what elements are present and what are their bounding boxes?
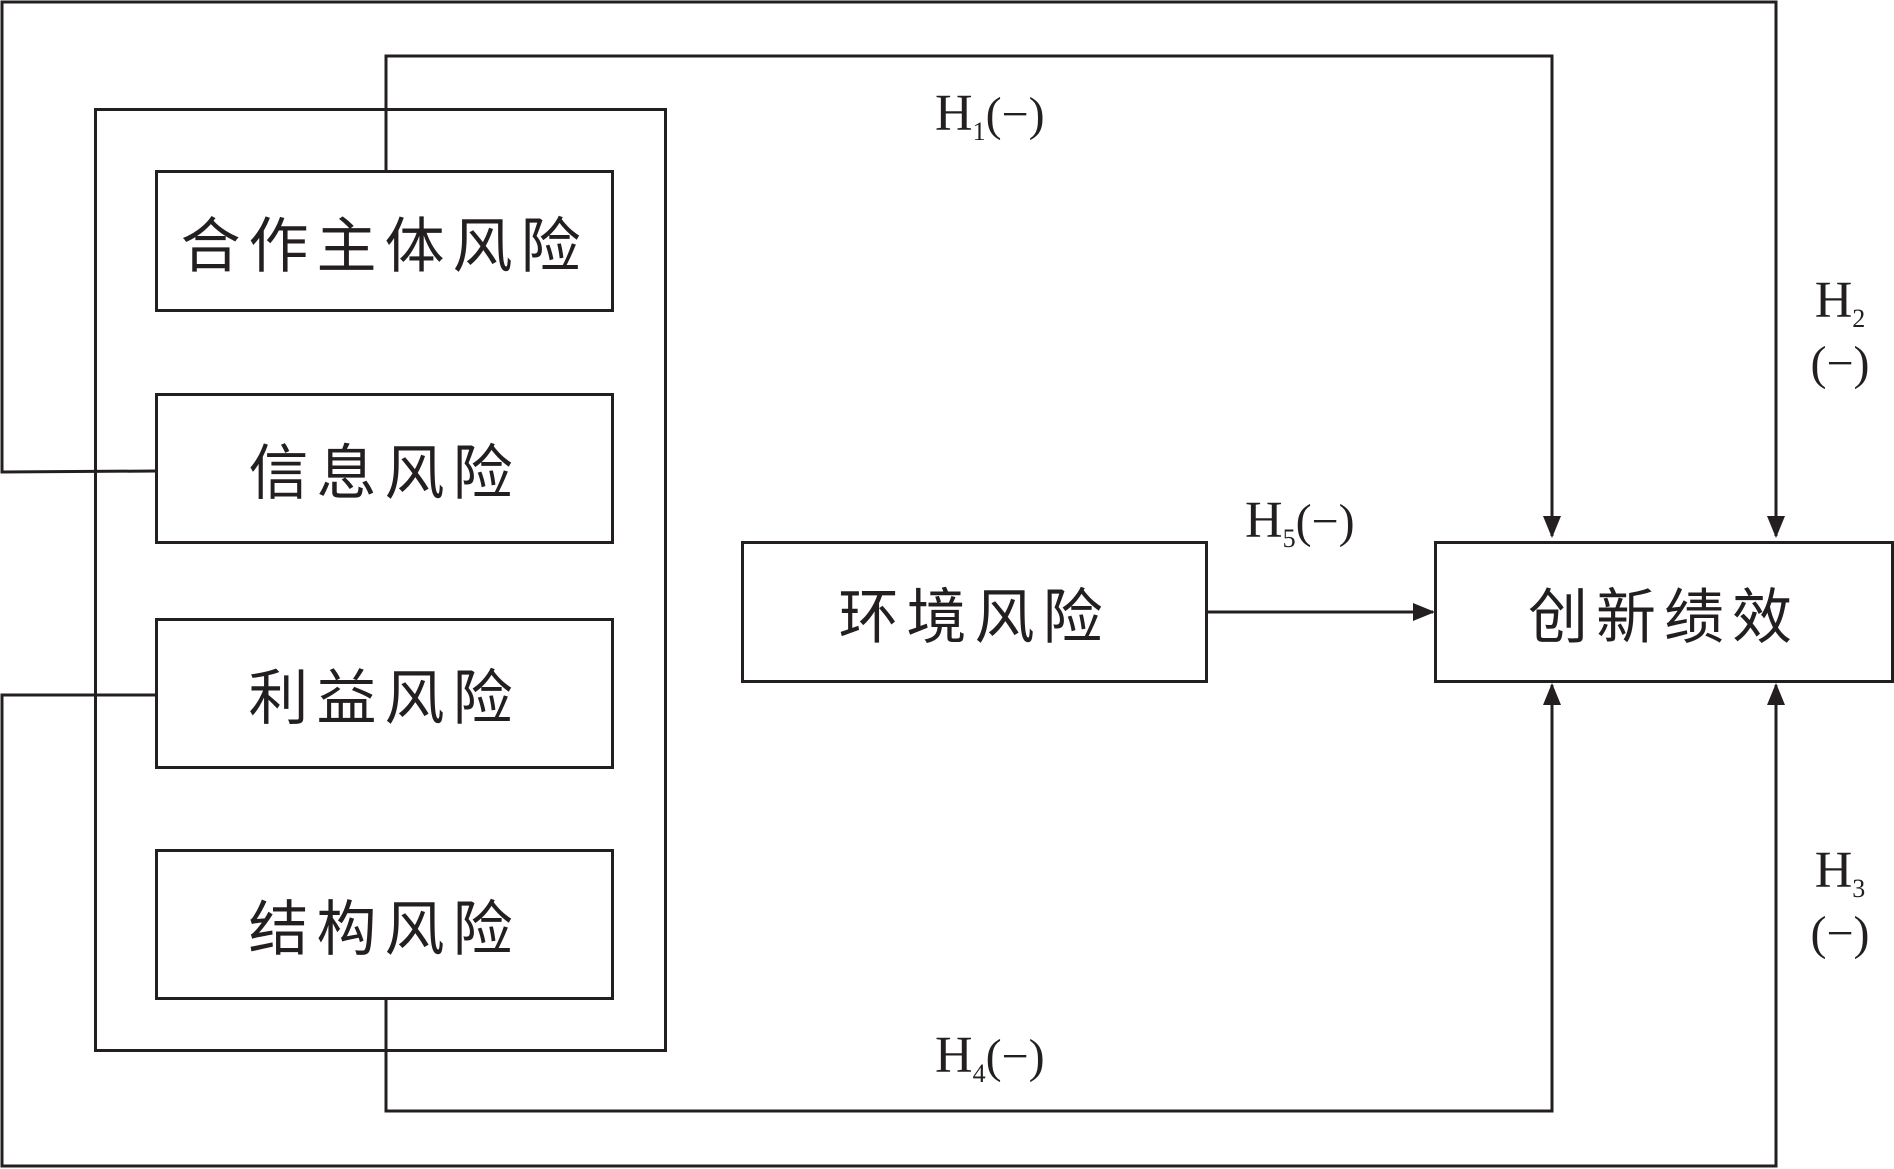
h1-sub: 1 (972, 117, 986, 146)
h5-label: H5(−) (1245, 495, 1355, 552)
h3-path (0, 683, 1785, 1168)
h2-sub: 2 (1852, 304, 1866, 333)
h2-sign: (−) (1810, 337, 1870, 390)
structure-risk-box: 结构风险 (155, 849, 614, 1000)
h1-path (384, 54, 1561, 538)
h2-path (0, 0, 1785, 538)
h3-letter: H (1814, 842, 1853, 899)
h5-sign: (−) (1295, 495, 1355, 548)
h2-letter: H (1814, 272, 1853, 329)
h1-sign: (−) (985, 88, 1045, 141)
innovation-performance-box: 创新绩效 (1434, 541, 1894, 683)
h4-label: H4(−) (935, 1030, 1045, 1087)
relationship-risk-group (94, 108, 667, 1052)
h3-sub: 3 (1852, 874, 1866, 903)
h4-sub: 4 (972, 1059, 986, 1088)
h4-sign: (−) (985, 1030, 1045, 1083)
h3-sign: (−) (1810, 907, 1870, 960)
info-risk-box: 信息风险 (155, 393, 614, 544)
h5-sub: 5 (1282, 524, 1296, 553)
h2-label: H2 (−) (1790, 275, 1890, 388)
h5-letter: H (1245, 492, 1283, 549)
h3-label: H3 (−) (1790, 845, 1890, 958)
h4-letter: H (935, 1027, 973, 1084)
interest-risk-box: 利益风险 (155, 618, 614, 769)
h1-letter: H (935, 85, 973, 142)
h4-path (384, 683, 1561, 1113)
partner-risk-box: 合作主体风险 (155, 170, 614, 312)
environment-risk-box: 环境风险 (741, 541, 1208, 683)
h1-label: H1(−) (935, 88, 1045, 145)
